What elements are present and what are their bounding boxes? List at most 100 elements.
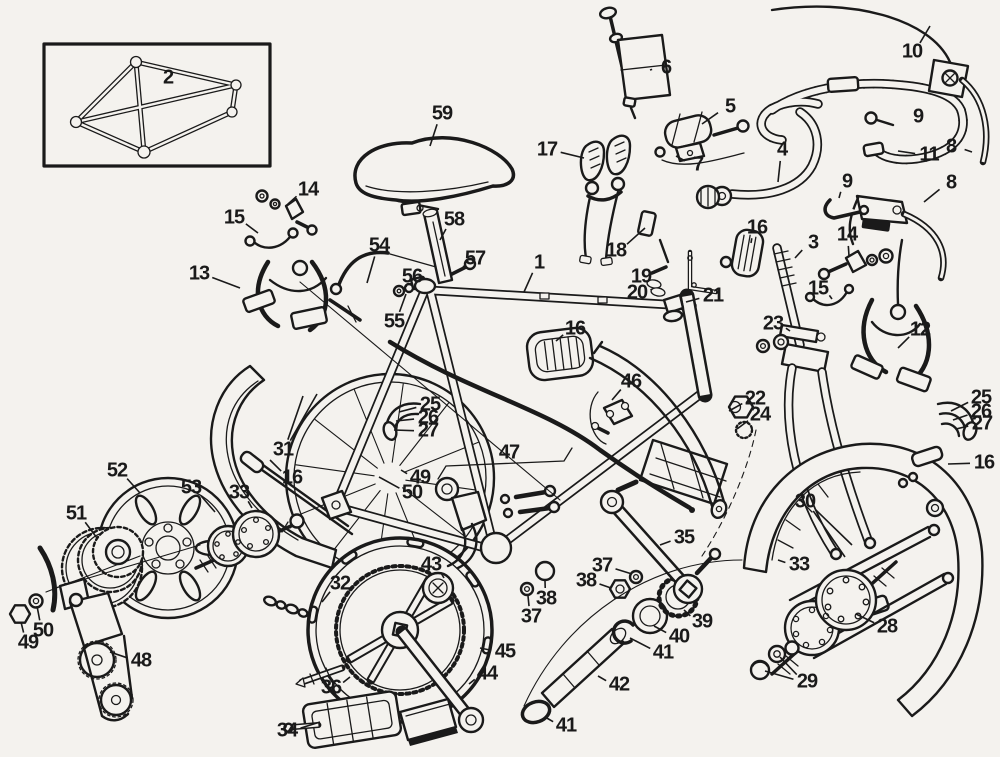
leader-line bbox=[289, 393, 318, 441]
leader-line bbox=[440, 572, 445, 579]
headset-parts bbox=[727, 323, 826, 440]
c-clip bbox=[611, 619, 635, 645]
brake-lever-lower bbox=[848, 194, 947, 282]
leader-line bbox=[897, 336, 910, 349]
leader-line bbox=[750, 238, 753, 244]
leader-line bbox=[650, 288, 653, 291]
lockring-nut bbox=[608, 579, 632, 599]
leader-line bbox=[728, 402, 743, 412]
crank-arm-right bbox=[599, 489, 722, 605]
support-arm bbox=[588, 340, 728, 519]
leader-line bbox=[462, 265, 465, 269]
fender-brace-clip bbox=[239, 450, 265, 474]
rear-derailleur bbox=[8, 545, 141, 722]
leader-line bbox=[855, 613, 875, 624]
cable-hanger-46 bbox=[589, 391, 634, 445]
leader-line bbox=[439, 228, 447, 241]
leader-line bbox=[701, 112, 719, 125]
brake-lever-top bbox=[927, 58, 990, 166]
pedal-axle bbox=[295, 664, 346, 688]
leader-line bbox=[366, 256, 376, 284]
leader-line bbox=[615, 568, 633, 575]
brake-mount-hardware bbox=[244, 189, 318, 249]
front-brake-hardware bbox=[804, 248, 894, 307]
leader-line bbox=[653, 625, 667, 634]
dust-cap bbox=[421, 571, 455, 605]
leader-line bbox=[398, 293, 407, 313]
bare-handlebar bbox=[695, 107, 823, 210]
leader-line bbox=[378, 476, 400, 489]
leader-line bbox=[847, 245, 850, 257]
leader-line bbox=[683, 609, 691, 617]
seat-lug bbox=[413, 277, 437, 295]
shift-levers bbox=[579, 134, 632, 267]
leader-line bbox=[287, 395, 304, 440]
leader-line bbox=[814, 508, 853, 546]
cable-runs bbox=[387, 339, 695, 513]
seatpost bbox=[422, 208, 454, 285]
leader-line bbox=[764, 670, 794, 680]
rear-dropout bbox=[320, 489, 353, 521]
leader-line bbox=[211, 276, 241, 289]
o-ring bbox=[520, 699, 552, 725]
rear-brake-caliper bbox=[242, 189, 362, 333]
leader-line bbox=[919, 25, 931, 44]
rear-fender-tip bbox=[382, 402, 422, 441]
leader-line bbox=[794, 249, 803, 259]
leader-line bbox=[779, 656, 798, 676]
leader-line bbox=[626, 227, 646, 245]
pump-assembly bbox=[598, 6, 672, 120]
front-brake-caliper bbox=[804, 238, 932, 393]
leader-line bbox=[777, 160, 782, 183]
leader-line bbox=[629, 637, 651, 650]
leader-line bbox=[395, 418, 415, 422]
frame-joint-lugs bbox=[69, 55, 242, 159]
saddle-clamp bbox=[396, 199, 440, 217]
inset-frame-box bbox=[42, 42, 272, 168]
lever-strap-parts bbox=[823, 111, 895, 220]
leader-line bbox=[429, 124, 438, 147]
leader-line bbox=[245, 223, 259, 234]
leader-line bbox=[200, 495, 216, 513]
crank-arm-left bbox=[395, 625, 485, 734]
handlebar-assembly bbox=[695, 5, 990, 282]
leader-line bbox=[812, 510, 846, 558]
leader-line bbox=[342, 676, 351, 684]
leader-line bbox=[544, 716, 554, 723]
pedal-reflector-block bbox=[398, 697, 458, 746]
leader-line bbox=[785, 327, 791, 332]
leader-line bbox=[952, 414, 968, 421]
leader-line bbox=[404, 285, 408, 288]
bottom-bracket-shell bbox=[479, 531, 513, 565]
reflector-pad bbox=[525, 326, 595, 382]
leader-line bbox=[523, 272, 534, 293]
leader-line bbox=[659, 540, 671, 546]
crank-spider bbox=[345, 575, 455, 685]
leader-line bbox=[838, 191, 842, 199]
leader-line bbox=[964, 148, 973, 153]
leader-line bbox=[398, 406, 417, 413]
leader-line bbox=[400, 469, 408, 475]
leader-line bbox=[479, 647, 492, 652]
leader-line bbox=[597, 675, 607, 682]
leader-line bbox=[109, 651, 128, 659]
taped-handlebar bbox=[756, 75, 968, 165]
group-bracket-47 bbox=[437, 447, 573, 480]
leader-line bbox=[84, 521, 98, 539]
front-fork bbox=[727, 243, 877, 561]
leader-line bbox=[947, 462, 971, 465]
leader-line bbox=[923, 188, 941, 203]
leader-line bbox=[269, 459, 282, 472]
leader-line bbox=[736, 420, 749, 430]
stem bbox=[654, 111, 750, 165]
cable-ferrule bbox=[862, 141, 885, 158]
axle-nuts bbox=[749, 644, 787, 681]
leader-line bbox=[321, 591, 331, 603]
leader-line bbox=[300, 721, 321, 729]
leader-line bbox=[555, 334, 564, 342]
leader-line bbox=[287, 195, 298, 205]
leader-line bbox=[126, 478, 141, 494]
leader-line bbox=[36, 605, 41, 621]
